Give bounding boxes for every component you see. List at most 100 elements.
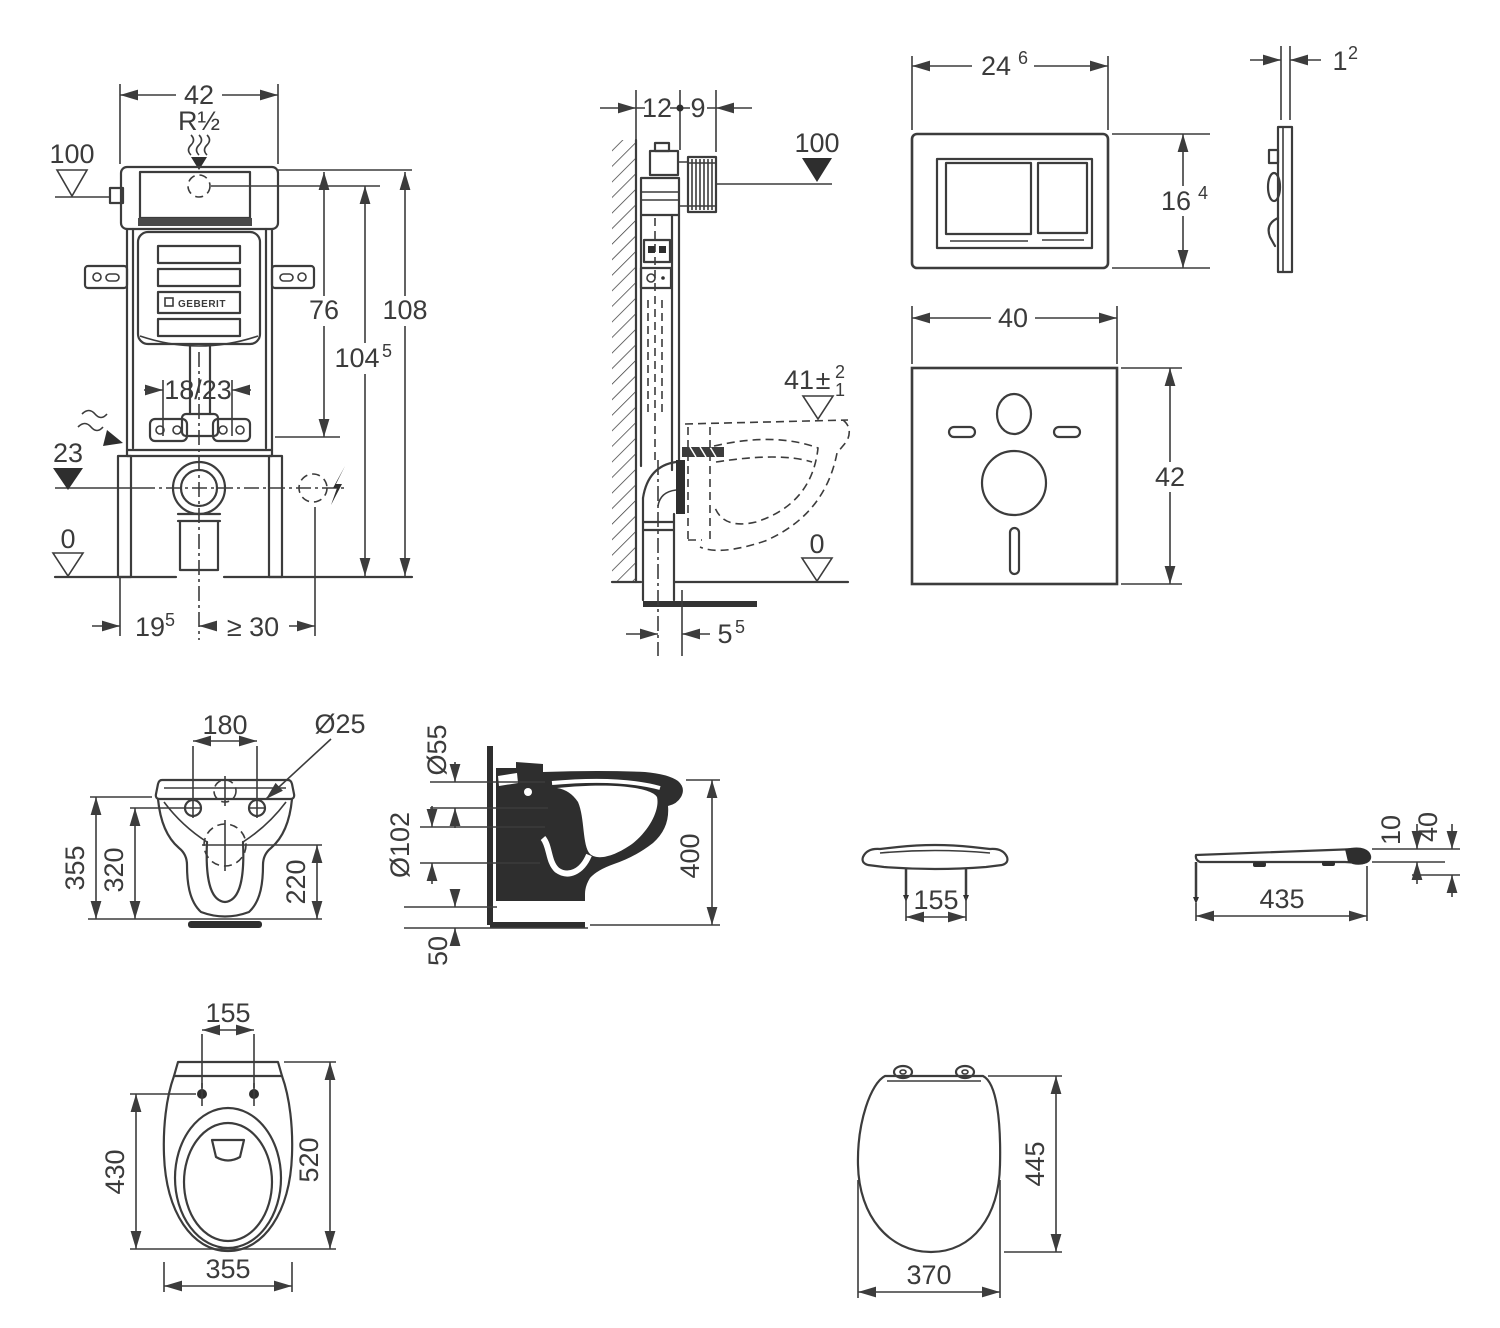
dim-104-5: 104 5: [330, 186, 396, 576]
cistern-tank: [119, 165, 280, 231]
level-label-100: 100: [49, 139, 94, 169]
dim-370: 370: [857, 1180, 1001, 1298]
seat-front-view: 155: [861, 843, 1009, 923]
level-marker-23: 23: [53, 438, 83, 490]
dim-label-320: 320: [99, 847, 129, 892]
dim-label-9: 9: [690, 93, 705, 123]
dim-label-40-seat: 40: [1413, 812, 1443, 842]
inlet-valve: [639, 141, 718, 217]
dim-label-155-seat: 155: [913, 885, 958, 915]
dim-19-5: 19 5: [92, 507, 316, 642]
dim-label-76: 76: [309, 295, 339, 325]
wall-bracket-left: [83, 264, 129, 290]
bowl-base: [188, 921, 262, 928]
water-flow-icon: [77, 409, 123, 446]
electrical-connection: [298, 466, 345, 505]
level-label-23: 23: [53, 438, 83, 468]
dim-outlet-dia: Ø102: [385, 806, 545, 884]
hinge-left: [892, 1064, 914, 1080]
bowl-top-outline: [162, 1074, 294, 1253]
wall-fixing-plate: [487, 746, 585, 928]
bowl-outline: [156, 797, 294, 918]
water-supply-icon: [187, 134, 211, 170]
wall-hatch: [612, 140, 636, 582]
dim-320: 320: [99, 807, 184, 919]
dim-10-40: 10 40: [1372, 812, 1460, 897]
bowl-outline-dashed: [684, 419, 851, 552]
mat-outline: [910, 366, 1119, 586]
dim-40: 40: [911, 303, 1118, 364]
plate-outline: [910, 132, 1110, 270]
frame-section: [639, 213, 724, 602]
dim-355-rear: 355: [60, 796, 152, 919]
dim-76: 76: [275, 172, 345, 438]
seat-pins: [904, 868, 968, 895]
dim-430: 430: [100, 1093, 196, 1249]
dim-16-4: 16 4: [1112, 133, 1213, 269]
dim-label-12: 12: [642, 93, 672, 123]
dim-label-520: 520: [294, 1137, 324, 1182]
dim-155-seat: 155: [905, 885, 967, 923]
dim-12-9: 12 9: [600, 90, 752, 152]
toilet-bowl-side-view: Ø55 Ø102 400 50: [385, 724, 720, 966]
dim-label-445: 445: [1020, 1141, 1050, 1186]
dim-label-41: 41: [784, 365, 814, 395]
dim-label-104-sup: 5: [382, 341, 392, 361]
dim-width-42: 42: [119, 80, 279, 164]
dim-label-180: 180: [202, 710, 247, 740]
dim-50: 50: [404, 889, 588, 966]
dim-label-19-sup: 5: [165, 610, 175, 630]
seat-top-view: 445 370: [856, 1064, 1062, 1298]
flush-distributor: [210, 1138, 246, 1162]
dim-label-5-sup: 5: [735, 617, 745, 637]
tank-edge: [172, 1060, 284, 1078]
cistern-frame-front-view: 42 R½ 100 GEBERIT: [49, 80, 430, 642]
hinge-right: [954, 1064, 976, 1080]
dim-label-1: 1: [1332, 46, 1347, 76]
dim-label-o25: Ø25: [314, 709, 365, 739]
dim-355-top: 355: [163, 1254, 293, 1292]
dim-label-155-top: 155: [205, 998, 250, 1028]
dim-24-6: 24 6: [911, 48, 1109, 130]
dim-label-10: 10: [1376, 815, 1406, 845]
dim-label-430: 430: [100, 1149, 130, 1194]
dim-hole-dia: Ø25: [265, 709, 366, 800]
dim-flush-dia: Ø55: [422, 724, 548, 828]
plusminus-label: ±: [816, 365, 831, 395]
level-marker-0: 0: [51, 524, 85, 578]
tol-minus-label: 1: [835, 380, 845, 400]
dim-bolt-spacing: 18/23: [144, 375, 251, 436]
dim-label-400: 400: [675, 833, 705, 878]
level-label-0: 0: [60, 524, 75, 554]
wall-bracket-right: [270, 264, 316, 290]
brand-label: GEBERIT: [178, 299, 226, 310]
mat-hole-center: [980, 449, 1048, 517]
dim-155-top: 155: [201, 998, 255, 1088]
bowl-seal: [676, 460, 685, 514]
seat-top-outline: [856, 1074, 1002, 1254]
dim-label-1-sup: 2: [1348, 43, 1358, 63]
bowl-inner: [205, 840, 245, 904]
dim-label-104: 104: [334, 343, 379, 373]
dim-400: 400: [590, 779, 720, 926]
mat-slot-bottom: [1008, 526, 1021, 576]
plate-profile: [1276, 125, 1294, 274]
dim-label-355: 355: [60, 845, 90, 890]
dim-label-42: 42: [1155, 462, 1185, 492]
thread-label: R½: [178, 106, 220, 136]
installation-side-view: 12 9 100 41 ± 2 1: [600, 90, 851, 656]
dim-label-42: 42: [184, 80, 214, 110]
tol-plus-label: 2: [835, 362, 845, 382]
dim-label-16: 16: [1161, 186, 1191, 216]
mat-hole-top: [995, 392, 1033, 436]
dim-220: 220: [248, 844, 323, 919]
dim-435: 435: [1195, 866, 1368, 922]
level-marker-100-side: 100: [716, 128, 840, 185]
dim-label-18-23: 18/23: [164, 375, 232, 405]
toilet-bowl-top-view: 155 430 520 355: [100, 998, 336, 1292]
level-marker-0-side: 0: [800, 529, 834, 583]
seat-side-view: 435 10 40: [1193, 812, 1460, 922]
dim-label-16-sup: 4: [1198, 183, 1208, 203]
